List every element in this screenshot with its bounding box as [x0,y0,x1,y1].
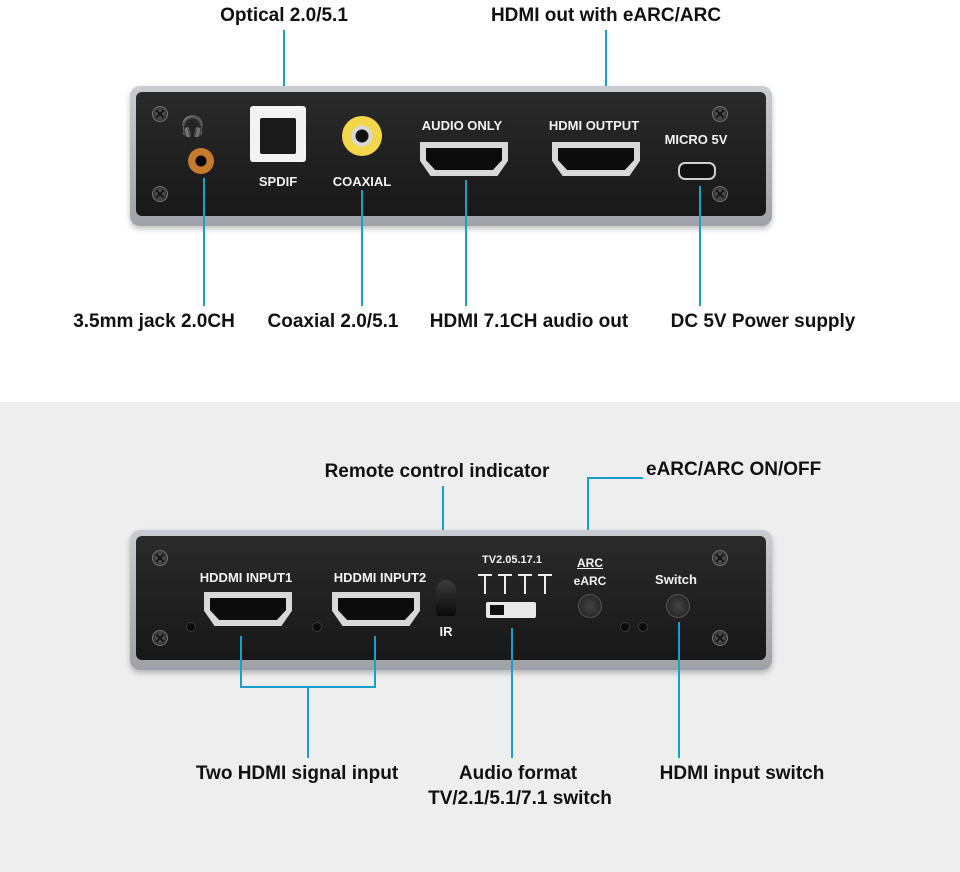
micro-usb-port [678,162,716,180]
label-earc: eARC [573,574,607,588]
label-hdmi-output: HDMI OUTPUT [548,118,640,133]
screw [712,106,728,122]
headphone-icon: 🎧 [180,116,205,138]
screw [152,186,168,202]
indicator-hole [620,622,630,632]
callout-dc: DC 5V Power supply [670,311,856,332]
callout-hdmi-switch: HDMI input switch [659,763,825,784]
leader-switch [678,622,680,758]
leader-coaxial [361,190,363,306]
callout-jack: 3.5mm jack 2.0CH [73,311,235,332]
spdif-optical-port [250,106,306,162]
leader-inputs-v [307,686,309,758]
device-rear-top: 🎧 SPDIF COAXIAL AUDIO ONLY HDMI OUTPUT M… [130,86,772,226]
leader-dc [699,186,701,306]
callout-coaxial: Coaxial 2.0/5.1 [267,311,399,332]
indicator-hole [186,622,196,632]
audio-jack-port [188,148,214,174]
device-front: HDDMI INPUT1 HDDMI INPUT2 IR TV2.05.17.1… [130,530,772,670]
top-section: Optical 2.0/5.1 HDMI out with eARC/ARC 🎧… [0,0,960,402]
leader-earc-v [587,477,589,557]
label-coaxial: COAXIAL [332,174,392,189]
screw [712,550,728,566]
hdmi-input1-port [204,592,292,626]
callout-optical: Optical 2.0/5.1 [220,5,348,26]
callout-hdmi-out: HDMI out with eARC/ARC [490,5,722,26]
leader-input2 [374,636,376,688]
screw [152,630,168,646]
audio-format-slider[interactable] [486,602,536,618]
leader-hdmi-audio [465,180,467,306]
screw [152,550,168,566]
earc-toggle-button[interactable] [578,594,602,618]
leader-audio-format [511,628,513,758]
screw [712,630,728,646]
leader-input1 [240,636,242,688]
label-hdmi-input1: HDDMI INPUT1 [199,570,293,585]
hdmi-audio-only-port [420,142,508,176]
device-panel: HDDMI INPUT1 HDDMI INPUT2 IR TV2.05.17.1… [136,536,766,660]
leader-optical [283,30,285,114]
device-panel: 🎧 SPDIF COAXIAL AUDIO ONLY HDMI OUTPUT M… [136,92,766,216]
callout-remote: Remote control indicator [324,461,550,482]
leader-hdmi-out [605,30,607,116]
hdmi-input2-port [332,592,420,626]
leader-jack [203,178,205,306]
callout-earc: eARC/ARC ON/OFF [646,459,822,480]
label-arc: ARC [577,556,603,570]
label-ir: IR [439,624,453,639]
label-micro-5v: MICRO 5V [664,132,728,147]
hdmi-switch-button[interactable] [666,594,690,618]
leader-earc-h [587,477,643,479]
callout-two-hdmi: Two HDMI signal input [195,763,399,784]
label-hdmi-input2: HDDMI INPUT2 [333,570,427,585]
label-spdif: SPDIF [258,174,298,189]
label-audio-only: AUDIO ONLY [421,118,503,133]
label-switch: Switch [655,572,697,587]
callout-hdmi-audio: HDMI 7.1CH audio out [429,311,629,332]
coaxial-rca-port [342,116,382,156]
screw [152,106,168,122]
ir-receiver [436,580,456,616]
label-tv-modes: TV2.05.17.1 [482,554,542,566]
callout-audio-format: Audio format [458,763,578,784]
indicator-hole [312,622,322,632]
callout-audio-format-2: TV/2.1/5.1/7.1 switch [428,788,612,809]
indicator-hole [638,622,648,632]
screw [712,186,728,202]
bottom-section: Remote control indicator eARC/ARC ON/OFF… [0,402,960,872]
hdmi-output-port [552,142,640,176]
mode-markers [478,574,552,594]
